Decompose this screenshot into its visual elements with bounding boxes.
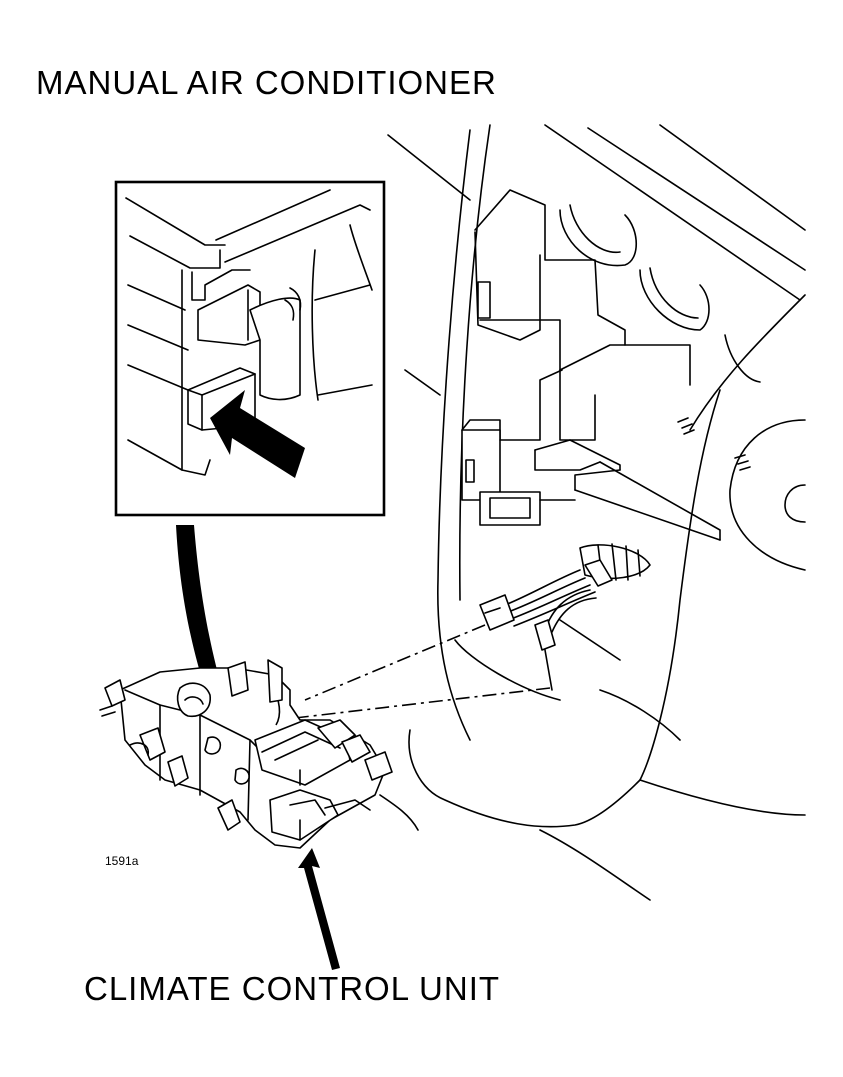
connector-routing-line-upper [304,624,486,701]
arrow-icon [210,390,305,478]
inset-leader-line [176,525,265,820]
connector-routing-line-lower [294,687,551,719]
instrument-panel-drawing [387,124,806,901]
climate-control-unit-label: CLIMATE CONTROL UNIT [84,970,501,1007]
climate-control-unit-drawing [99,659,393,849]
diagram-title: MANUAL AIR CONDITIONER [36,64,497,101]
release-tab-detail-icon [114,180,386,517]
unit-callout-arrow [298,848,340,970]
figure-number: 1591a [105,854,139,868]
control-cable [379,794,419,831]
wiring-harness [479,543,651,691]
